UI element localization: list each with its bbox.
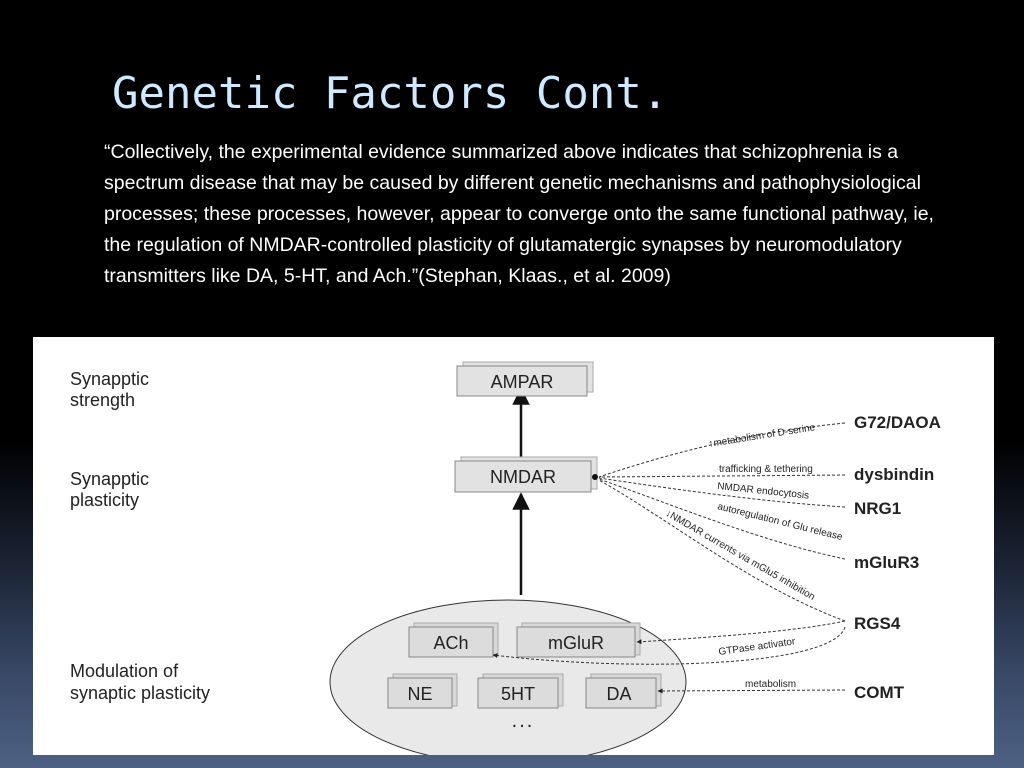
node-5ht: 5HT	[477, 673, 564, 709]
edge-comt-da	[657, 688, 846, 694]
level-label-plasticity-2: plasticity	[70, 490, 139, 510]
level-label-modulation-2: synaptic plasticity	[70, 683, 210, 703]
edge-label-comt: metabolism	[745, 679, 796, 690]
gene-rgs4: RGS4	[854, 614, 901, 633]
gene-comt: COMT	[854, 683, 905, 702]
edge-rgs4-nmdar	[598, 479, 846, 622]
gene-dysbindin: dysbindin	[854, 465, 934, 484]
node-da-label: DA	[606, 684, 631, 704]
edge-dysbindin-nmdar	[598, 474, 846, 478]
node-ellipsis: ...	[512, 710, 535, 732]
edge-rgs4-mglur	[636, 620, 846, 645]
gene-nrg1: NRG1	[854, 499, 901, 518]
gene-g72-daoa: G72/DAOA	[854, 413, 941, 432]
level-label-plasticity-1: Synapptic	[70, 469, 149, 489]
node-nmdar: NMDAR	[454, 456, 598, 493]
edge-label-mglur3: autoregulation of Glu release	[716, 501, 844, 543]
level-label-strength-2: strength	[70, 390, 135, 410]
gene-mglur3: mGluR3	[854, 553, 919, 572]
edge-label-nrg1: NMDAR endocytosis	[717, 481, 810, 502]
node-da: DA	[585, 673, 662, 709]
level-label-strength-1: Synapptic	[70, 369, 149, 389]
node-ne-label: NE	[407, 684, 432, 704]
diagram-panel: Synapptic strength Synapptic plasticity …	[33, 337, 994, 765]
node-ne: NE	[387, 673, 458, 709]
node-ampar-label: AMPAR	[491, 372, 554, 392]
edge-label-rgs4-gtpase: GTPase activator	[718, 636, 797, 658]
slide-title: Genetic Factors Cont.	[112, 68, 669, 119]
node-ach: ACh	[408, 622, 499, 658]
node-ampar: AMPAR	[456, 361, 594, 397]
node-nmdar-label: NMDAR	[490, 467, 556, 487]
level-label-modulation-1: Modulation of	[70, 661, 179, 681]
node-mglur-label: mGluR	[548, 633, 604, 653]
edge-nrg1-nmdar	[598, 477, 846, 508]
edge-g72-nmdar	[598, 422, 846, 478]
node-mglur: mGluR	[516, 622, 641, 658]
node-ach-label: ACh	[433, 633, 468, 653]
pathway-diagram: Synapptic strength Synapptic plasticity …	[70, 361, 941, 765]
quote-text: “Collectively, the experimental evidence…	[104, 141, 934, 287]
nmdar-junction-dot	[592, 474, 598, 480]
edge-mglur3-nmdar	[598, 478, 846, 560]
node-5ht-label: 5HT	[501, 684, 535, 704]
edge-rgs4-ach	[492, 626, 846, 665]
edge-label-g72: ↑metabolism of D-serine	[708, 422, 817, 450]
edge-label-dysbindin: trafficking & tethering	[719, 464, 813, 475]
